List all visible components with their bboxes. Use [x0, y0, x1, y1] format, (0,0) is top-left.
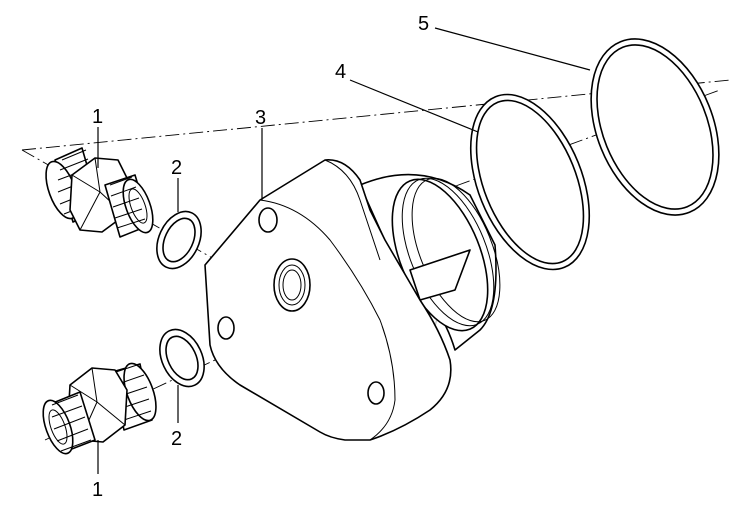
callout-labels: 1 1 2 2 3 4 5	[92, 13, 429, 501]
callout-3: 3	[255, 107, 266, 129]
callout-4: 4	[335, 61, 346, 83]
housing	[204, 159, 501, 441]
callout-2-top: 2	[171, 157, 182, 179]
threaded-adapter-bottom	[42, 362, 157, 455]
leader-lines	[97, 27, 591, 474]
o-ring-large	[590, 38, 720, 216]
o-ring-medium	[469, 93, 591, 271]
threaded-adapter-top	[45, 147, 154, 238]
callout-1-top: 1	[92, 106, 103, 128]
sealing-washer-top	[156, 210, 202, 270]
bolt-hole-lower	[367, 381, 385, 405]
callout-1-bottom: 1	[92, 479, 103, 501]
callout-5: 5	[418, 13, 429, 35]
bolt-hole-left	[217, 316, 235, 340]
callout-2-bottom: 2	[171, 428, 182, 450]
sealing-washer-bottom	[159, 328, 205, 388]
bolt-hole-upper	[258, 207, 278, 233]
threaded-port	[273, 258, 311, 312]
